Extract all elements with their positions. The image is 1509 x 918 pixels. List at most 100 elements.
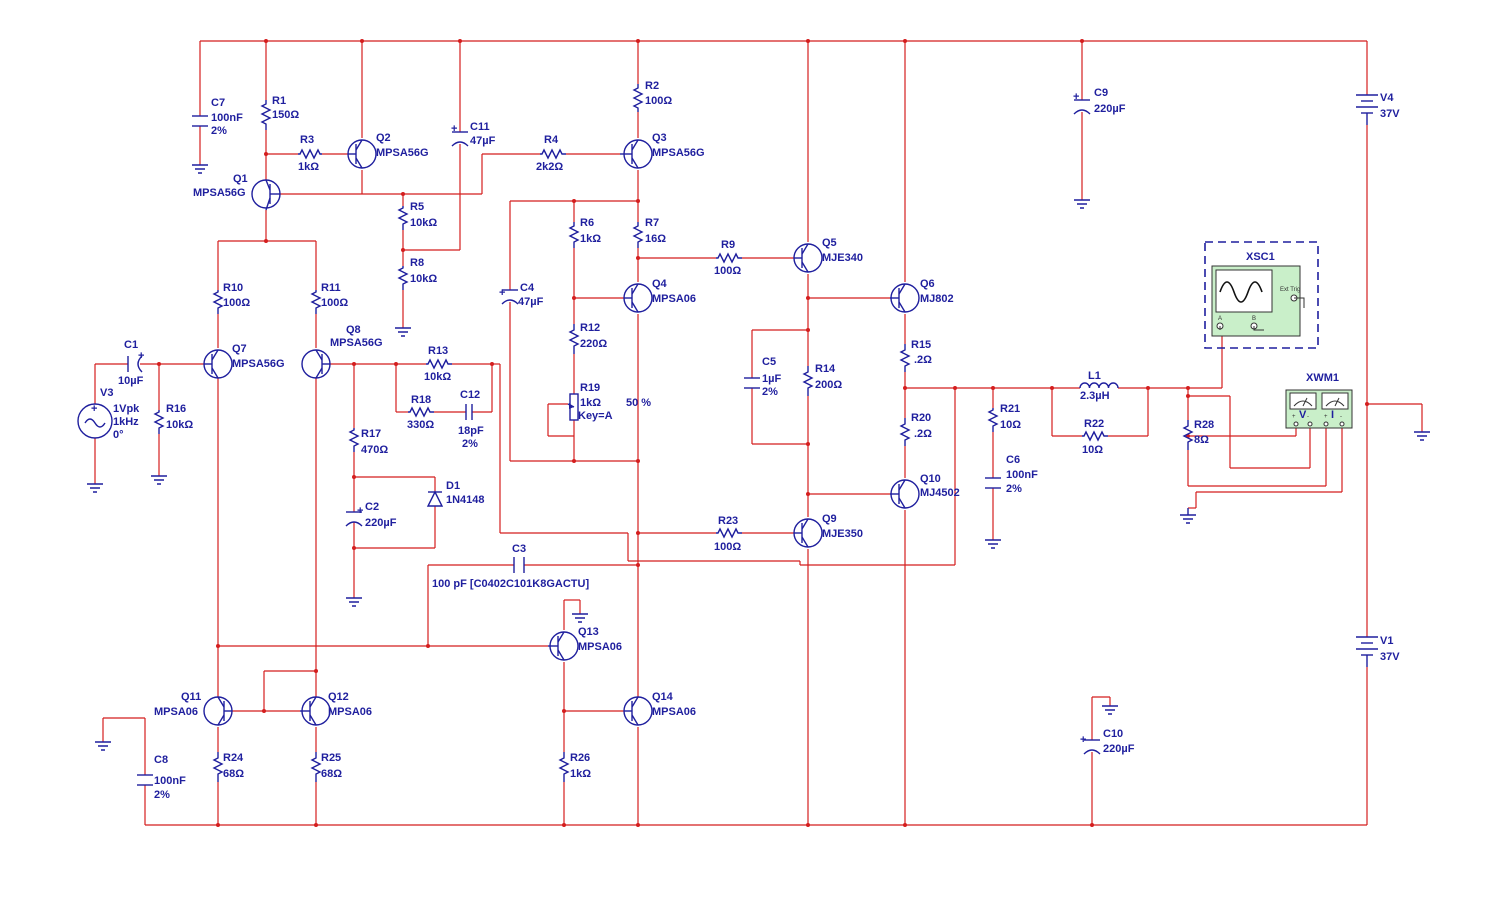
q8-id: Q8 bbox=[346, 324, 361, 336]
c5-id: C5 bbox=[762, 356, 776, 368]
resistor-r8 bbox=[397, 266, 409, 290]
transistor-q6 bbox=[890, 283, 920, 313]
q6-id: Q6 bbox=[920, 278, 935, 290]
v3-frequency: 1kHz bbox=[113, 416, 139, 428]
resistor-r11 bbox=[310, 290, 322, 314]
r7-value: 16Ω bbox=[645, 233, 666, 245]
resistor-r5 bbox=[397, 206, 409, 230]
resistor-r24 bbox=[212, 752, 224, 782]
c7-id: C7 bbox=[211, 97, 225, 109]
svg-text:+: + bbox=[357, 505, 363, 517]
r19-setting: 50 % bbox=[626, 397, 651, 409]
r4-value: 2k2Ω bbox=[536, 161, 563, 173]
q8-value: MPSA56G bbox=[330, 337, 383, 349]
oscilloscope-xsc1[interactable] bbox=[1204, 241, 1319, 349]
q6-value: MJ802 bbox=[920, 293, 954, 305]
c12-tol: 2% bbox=[462, 438, 478, 450]
osc-ext-trig-label: Ext Trig bbox=[1280, 287, 1300, 293]
r22-value: 10Ω bbox=[1082, 444, 1103, 456]
r14-value: 200Ω bbox=[815, 379, 842, 391]
transistor-q2 bbox=[347, 139, 377, 169]
osc-a-label: A bbox=[1218, 316, 1222, 322]
capacitor-c12 bbox=[465, 404, 473, 420]
svg-text:+: + bbox=[451, 123, 457, 135]
q1-id: Q1 bbox=[233, 173, 248, 185]
c1-value: 10µF bbox=[118, 375, 144, 387]
resistor-r3 bbox=[298, 148, 322, 160]
c4-id: C4 bbox=[520, 282, 535, 294]
c1-id: C1 bbox=[124, 339, 138, 351]
potentiometer-r19 bbox=[567, 393, 579, 421]
xwm1-id: XWM1 bbox=[1306, 372, 1339, 384]
transistor-q5 bbox=[793, 243, 823, 273]
transistor-q7 bbox=[203, 349, 233, 379]
resistor-r16 bbox=[153, 410, 165, 434]
r12-value: 220Ω bbox=[580, 338, 607, 350]
component-labels: R1 150Ω R2 100Ω R3 1kΩ R4 2k2Ω R5 10kΩ R… bbox=[100, 80, 1400, 801]
resistor-r21 bbox=[987, 408, 999, 432]
r17-value: 470Ω bbox=[361, 444, 388, 456]
v4-value: 37V bbox=[1380, 108, 1400, 120]
capacitor-c6 bbox=[985, 477, 1001, 489]
svg-text:+: + bbox=[1073, 91, 1079, 103]
q5-id: Q5 bbox=[822, 237, 837, 249]
r1-value: 150Ω bbox=[272, 109, 299, 121]
resistor-r22 bbox=[1082, 430, 1108, 442]
resistor-r7 bbox=[632, 222, 644, 248]
v4-id: V4 bbox=[1380, 92, 1394, 104]
r2-id: R2 bbox=[645, 80, 659, 92]
wattmeter-xwm1[interactable] bbox=[1285, 389, 1353, 429]
r3-value: 1kΩ bbox=[298, 161, 319, 173]
c4-value: 47µF bbox=[518, 296, 544, 308]
q9-value: MJE350 bbox=[822, 528, 863, 540]
capacitor-c9: + bbox=[1073, 91, 1091, 115]
resistor-r26 bbox=[558, 752, 570, 782]
v3-id: V3 bbox=[100, 387, 113, 399]
q5-value: MJE340 bbox=[822, 252, 863, 264]
q11-value: MPSA06 bbox=[154, 706, 198, 718]
c6-tol: 2% bbox=[1006, 483, 1022, 495]
resistor-r17 bbox=[348, 428, 360, 452]
r19-key: Key=A bbox=[578, 410, 613, 422]
r8-id: R8 bbox=[410, 257, 424, 269]
wm-i-minus: - bbox=[1340, 414, 1342, 420]
q7-value: MPSA56G bbox=[232, 358, 285, 370]
resistor-r18 bbox=[408, 406, 434, 418]
resistor-r1 bbox=[260, 100, 272, 130]
l1-id: L1 bbox=[1088, 370, 1101, 382]
wm-v-plus: + bbox=[1292, 414, 1296, 420]
ground-symbols bbox=[87, 164, 1430, 751]
capacitor-c1: + bbox=[127, 350, 144, 373]
c7-tol: 2% bbox=[211, 125, 227, 137]
r4-id: R4 bbox=[544, 134, 559, 146]
q10-value: MJ4502 bbox=[920, 487, 960, 499]
q4-value: MPSA06 bbox=[652, 293, 696, 305]
r26-value: 1kΩ bbox=[570, 768, 591, 780]
r28-id: R28 bbox=[1194, 419, 1214, 431]
c11-id: C11 bbox=[470, 121, 490, 133]
capacitor-c4: + bbox=[499, 287, 519, 305]
resistor-r20 bbox=[899, 418, 911, 446]
svg-text:+: + bbox=[91, 403, 97, 415]
junctions bbox=[157, 39, 1369, 827]
q3-id: Q3 bbox=[652, 132, 667, 144]
v3-amplitude: 1Vpk bbox=[113, 403, 140, 415]
transistor-q13 bbox=[548, 631, 579, 661]
transistor-q12 bbox=[300, 696, 331, 726]
xsc1-id: XSC1 bbox=[1246, 251, 1275, 263]
resistor-r4 bbox=[540, 148, 566, 160]
r11-value: 100Ω bbox=[321, 297, 348, 309]
r11-id: R11 bbox=[321, 282, 341, 294]
transistor-q10 bbox=[890, 479, 920, 509]
c6-value: 100nF bbox=[1006, 469, 1038, 481]
c8-value: 100nF bbox=[154, 775, 186, 787]
r3-id: R3 bbox=[300, 134, 314, 146]
d1-id: D1 bbox=[446, 480, 460, 492]
v3-phase: 0° bbox=[113, 429, 124, 441]
r14-id: R14 bbox=[815, 363, 836, 375]
c9-id: C9 bbox=[1094, 87, 1108, 99]
wm-v-minus: - bbox=[1307, 414, 1309, 420]
q12-value: MPSA06 bbox=[328, 706, 372, 718]
resistor-r10 bbox=[212, 290, 224, 314]
